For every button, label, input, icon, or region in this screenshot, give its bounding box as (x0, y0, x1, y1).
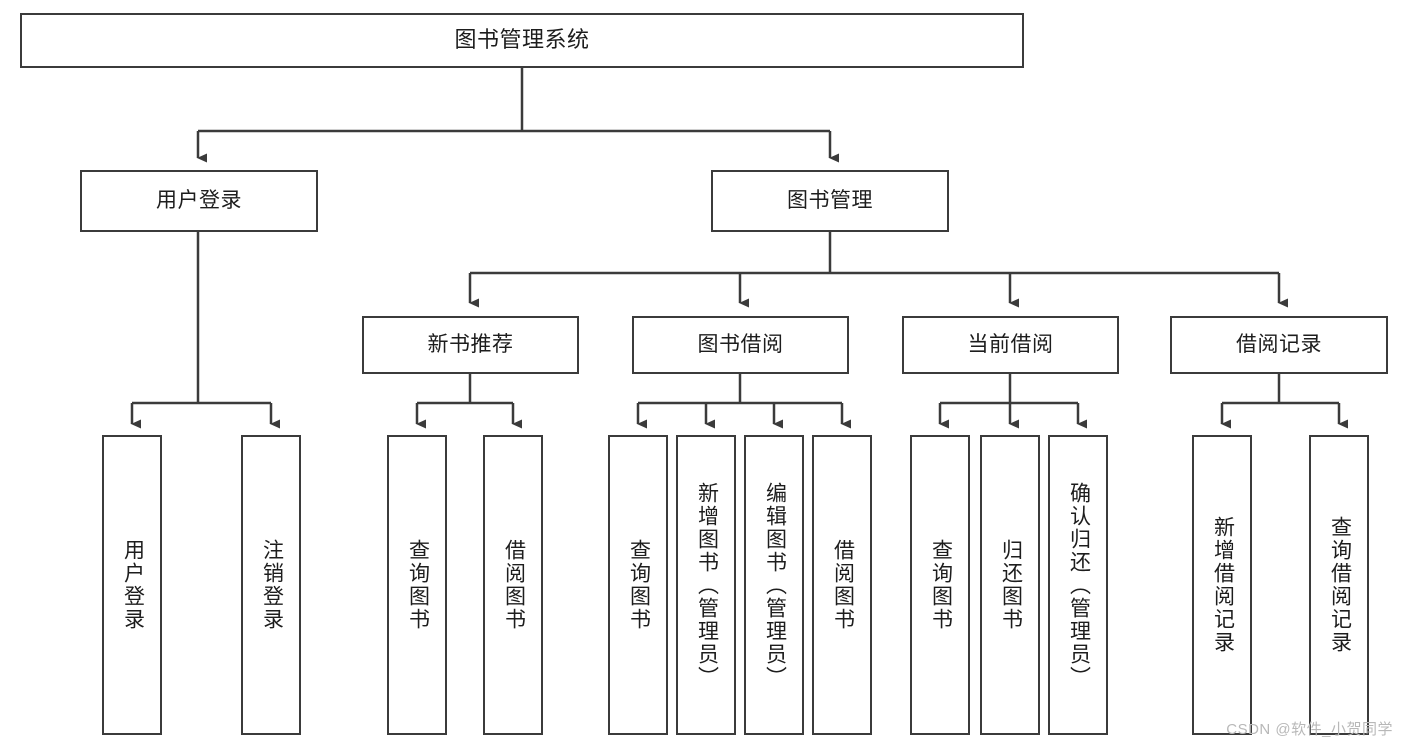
node-leaf-logout-login[interactable]: 注销登录 (241, 435, 301, 735)
node-leaf-borrow-book-1[interactable]: 借阅图书 (483, 435, 543, 735)
node-leaf-borrow-book-2-label: 借阅图书 (831, 539, 855, 631)
node-leaf-borrow-book-2[interactable]: 借阅图书 (812, 435, 872, 735)
node-leaf-query-record[interactable]: 查询借阅记录 (1309, 435, 1369, 735)
node-leaf-add-book[interactable]: 新增图书（管理员） (676, 435, 736, 735)
node-user-login-label: 用户登录 (156, 189, 242, 213)
node-leaf-query-book-2-label: 查询图书 (627, 539, 651, 631)
node-book-borrow[interactable]: 图书借阅 (632, 316, 849, 374)
node-leaf-borrow-book-1-label: 借阅图书 (502, 539, 526, 631)
node-root[interactable]: 图书管理系统 (20, 13, 1024, 68)
node-leaf-add-book-label: 新增图书（管理员） (695, 481, 719, 689)
node-leaf-query-record-label: 查询借阅记录 (1328, 516, 1352, 654)
node-current-borrow[interactable]: 当前借阅 (902, 316, 1119, 374)
node-book-manage[interactable]: 图书管理 (711, 170, 949, 232)
node-leaf-query-book-1-label: 查询图书 (406, 539, 430, 631)
node-leaf-query-book-3[interactable]: 查询图书 (910, 435, 970, 735)
node-leaf-query-book-3-label: 查询图书 (929, 539, 953, 631)
node-book-manage-label: 图书管理 (787, 189, 873, 213)
node-leaf-return-book[interactable]: 归还图书 (980, 435, 1040, 735)
node-leaf-return-book-label: 归还图书 (999, 539, 1023, 631)
node-leaf-query-book-2[interactable]: 查询图书 (608, 435, 668, 735)
node-leaf-user-login[interactable]: 用户登录 (102, 435, 162, 735)
node-leaf-logout-login-label: 注销登录 (260, 539, 284, 631)
node-root-label: 图书管理系统 (454, 27, 590, 53)
node-leaf-add-record[interactable]: 新增借阅记录 (1192, 435, 1252, 735)
node-new-book-recommend-label: 新书推荐 (427, 333, 514, 357)
node-book-borrow-label: 图书借阅 (697, 333, 784, 357)
node-user-login[interactable]: 用户登录 (80, 170, 318, 232)
node-leaf-user-login-label: 用户登录 (121, 539, 145, 631)
node-leaf-confirm-return[interactable]: 确认归还（管理员） (1048, 435, 1108, 735)
node-leaf-edit-book-label: 编辑图书（管理员） (763, 481, 787, 689)
node-new-book-recommend[interactable]: 新书推荐 (362, 316, 579, 374)
node-leaf-edit-book[interactable]: 编辑图书（管理员） (744, 435, 804, 735)
node-borrow-record-label: 借阅记录 (1236, 333, 1322, 357)
node-current-borrow-label: 当前借阅 (967, 333, 1054, 357)
node-borrow-record[interactable]: 借阅记录 (1170, 316, 1388, 374)
node-leaf-confirm-return-label: 确认归还（管理员） (1067, 481, 1091, 689)
node-leaf-query-book-1[interactable]: 查询图书 (387, 435, 447, 735)
node-leaf-add-record-label: 新增借阅记录 (1211, 516, 1235, 654)
